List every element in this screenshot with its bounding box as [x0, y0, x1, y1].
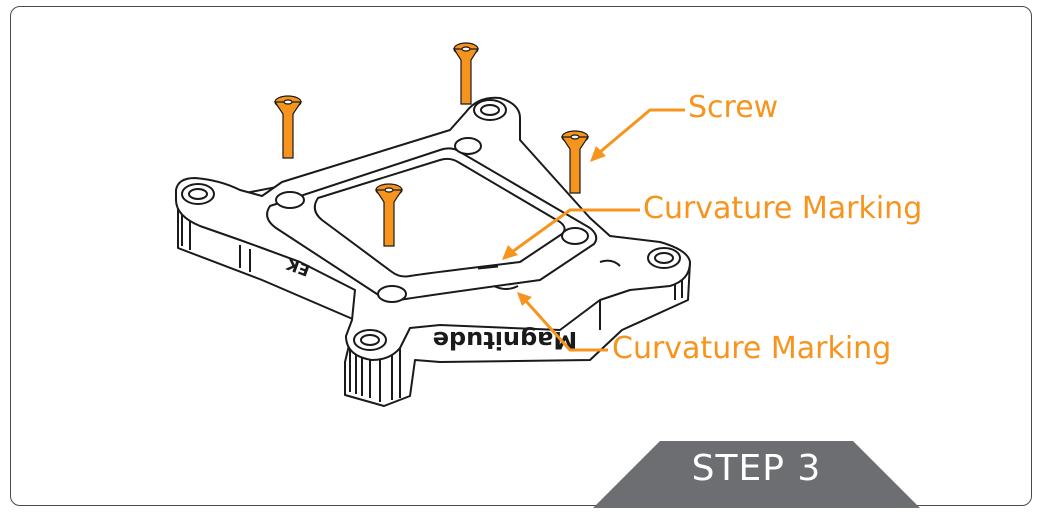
curvature-marking-bottom-label: Curvature Marking: [612, 331, 892, 366]
screw-callout-line: [599, 108, 685, 154]
brand-engraving: Magnitude: [433, 326, 578, 354]
screw-icon: [452, 42, 480, 105]
curvature-mark-top: [477, 264, 499, 270]
screw-callout-label: Screw: [688, 90, 779, 125]
screw-icon: [560, 130, 590, 194]
curvature-bottom-callout-line: [523, 298, 608, 352]
step-banner-shape: [593, 441, 920, 508]
curvature-top-arrowhead-icon: [502, 245, 518, 260]
diagram-frame: [10, 6, 1032, 506]
mounting-holes: [181, 99, 681, 351]
curvature-bottom-arrowhead-icon: [517, 292, 532, 306]
curvature-mark-bottom: [493, 285, 519, 290]
curvature-marking-top-label: Curvature Marking: [643, 191, 923, 226]
step-label: STEP 3: [691, 448, 822, 489]
screw-icon: [273, 95, 303, 159]
curvature-top-callout-line: [511, 208, 640, 254]
screw-icon: [374, 183, 404, 247]
screw-arrowhead-icon: [590, 146, 606, 162]
